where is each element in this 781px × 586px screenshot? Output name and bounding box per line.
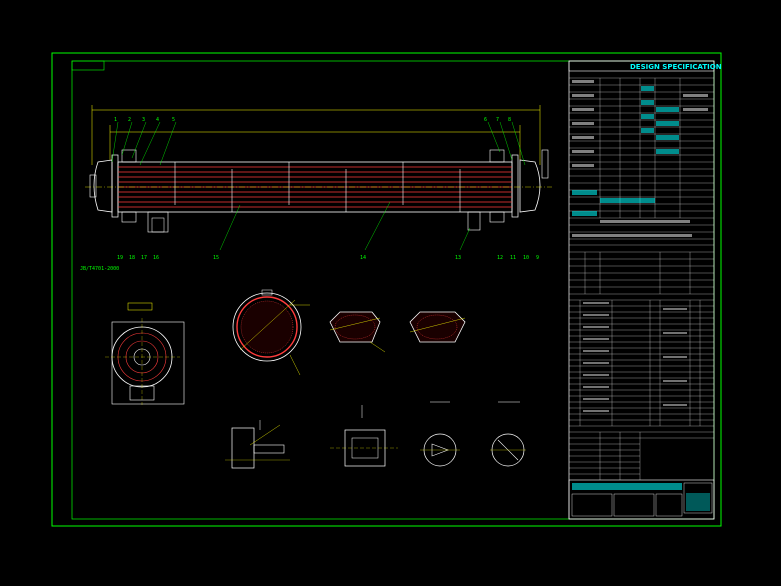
balloon-16: 16 — [153, 255, 159, 261]
detail-view-c — [420, 401, 460, 467]
balloon-19: 19 — [117, 255, 123, 261]
side-standard-label: JB/T4701-2000 — [80, 266, 119, 272]
spec-panel: DESIGN SPECIFICATION — [568, 60, 722, 520]
balloon-18: 18 — [129, 255, 135, 261]
balloon-3: 3 — [142, 117, 145, 123]
balloon-10: 10 — [523, 255, 529, 261]
outer-border — [51, 52, 722, 527]
balloon-11: 11 — [510, 255, 516, 261]
balloon-2: 2 — [128, 117, 131, 123]
detail-view-a — [225, 420, 290, 469]
balloon-12: 12 — [497, 255, 503, 261]
title-block — [568, 479, 715, 520]
balloon-4: 4 — [156, 117, 159, 123]
balloon-8: 8 — [508, 117, 511, 123]
detail-view-b — [330, 405, 398, 467]
baffle-view-2 — [409, 311, 466, 343]
balloon-15: 15 — [213, 255, 219, 261]
detail-view-d — [490, 401, 526, 467]
corner-tag-box — [71, 60, 105, 71]
balloon-14: 14 — [360, 255, 366, 261]
balloon-9: 9 — [536, 255, 539, 261]
balloon-7: 7 — [496, 117, 499, 123]
balloon-17: 17 — [141, 255, 147, 261]
inner-border — [71, 60, 715, 520]
end-view — [105, 302, 185, 405]
balloon-1: 1 — [114, 117, 117, 123]
balloon-5: 5 — [172, 117, 175, 123]
spec-header-title: DESIGN SPECIFICATION — [630, 63, 722, 71]
baffle-view-1 — [329, 311, 386, 353]
balloon-13: 13 — [455, 255, 461, 261]
tubesheet-view — [232, 289, 310, 376]
heat-exchanger-elevation: 1 2 3 4 5 6 7 8 19 18 17 16 15 14 13 12 … — [80, 105, 552, 272]
balloon-6: 6 — [484, 117, 487, 123]
